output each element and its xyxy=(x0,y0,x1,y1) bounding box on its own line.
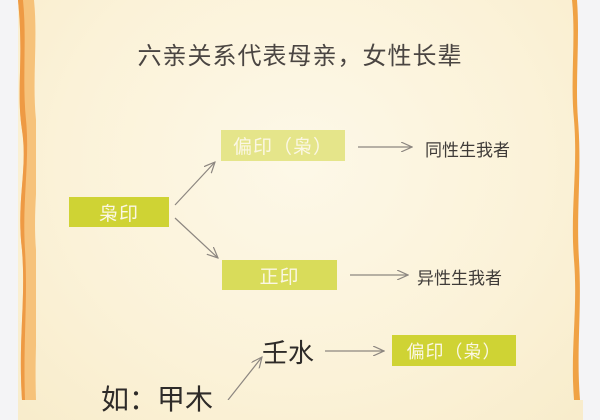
page-title: 六亲关系代表母亲，女性长辈 xyxy=(137,42,463,70)
branch-tag-pianyin: 偏印（枭） xyxy=(221,130,345,161)
example-result-tag: 偏印（枭） xyxy=(392,335,516,366)
burnt-left-edge xyxy=(18,0,36,400)
example-target: 壬水 xyxy=(262,339,315,369)
example-result-label: 偏印（枭） xyxy=(406,341,502,363)
example-prefix: 如：甲木 xyxy=(101,383,214,416)
branch-tag-zhengyin: 正印 xyxy=(222,260,337,290)
root-tag: 枭印 xyxy=(69,197,169,227)
root-label: 枭印 xyxy=(98,202,139,225)
branch-description: 同性生我者 xyxy=(425,141,510,161)
burnt-right-edge xyxy=(572,0,592,400)
branch-label: 正印 xyxy=(259,265,300,288)
branch-label: 偏印（枭） xyxy=(232,136,333,158)
branch-description: 异性生我者 xyxy=(417,269,502,289)
connector-arrows xyxy=(174,0,600,400)
paper-background xyxy=(18,0,583,420)
